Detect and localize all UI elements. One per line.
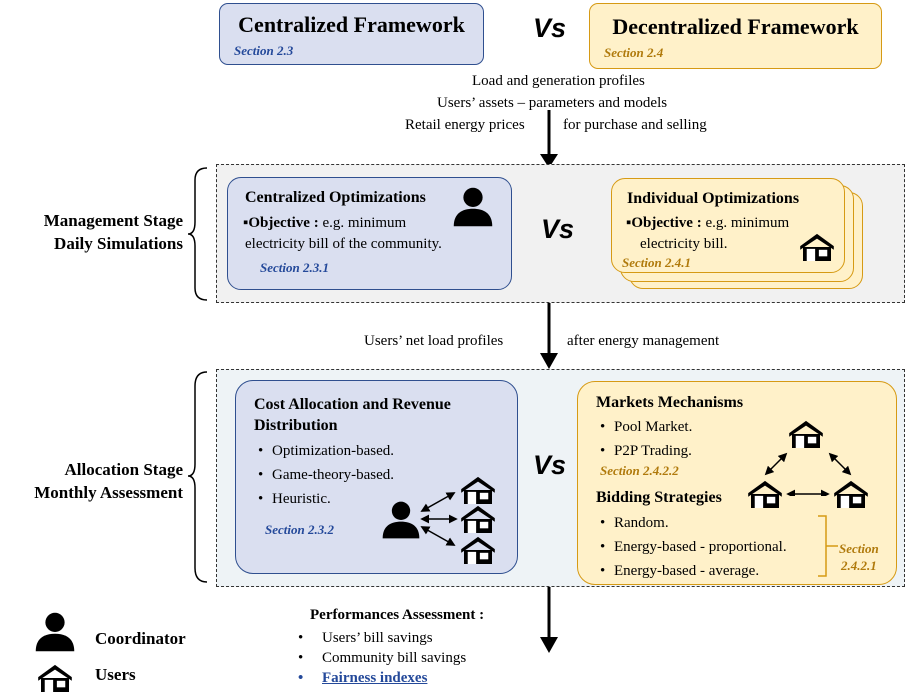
- allocation-vs-label: Vs: [533, 450, 567, 480]
- list-item: Community bill savings: [298, 650, 466, 667]
- markets-list: Pool Market. P2P Trading.: [600, 419, 692, 467]
- house-icon: [789, 420, 823, 448]
- centralized-optimizations-title: Centralized Optimizations: [245, 189, 426, 206]
- individual-objective-text: e.g. minimum: [701, 215, 790, 231]
- list-item: Random.: [600, 515, 787, 532]
- centralized-objective-text-2: electricity bill of the community.: [245, 236, 442, 252]
- list-item: Game-theory-based.: [258, 467, 394, 484]
- arrow-to-allocation: [540, 303, 558, 369]
- cost-allocation-title-line2: Distribution: [254, 416, 338, 434]
- individual-objective: ▪Objective : e.g. minimum: [626, 214, 789, 232]
- list-item: Optimization-based.: [258, 443, 394, 460]
- p2p-arrows: [764, 452, 852, 496]
- allocation-stage-subtitle: Monthly Assessment: [34, 482, 183, 502]
- centralized-objective: ▪Objective : e.g. minimum: [243, 214, 406, 232]
- centralized-objective-text: e.g. minimum: [318, 215, 407, 231]
- bidding-section: Section 2.4.2.1: [839, 541, 879, 575]
- input-retail-prices: Retail energy prices: [405, 117, 525, 133]
- top-vs-label: Vs: [533, 13, 567, 43]
- performance-list: Users’ bill savings Community bill savin…: [298, 630, 466, 690]
- individual-objective-label: Objective :: [631, 215, 702, 231]
- coordinator-icon: [451, 186, 495, 228]
- list-item-fairness: Fairness indexes: [298, 670, 466, 687]
- decentralized-framework-title: Decentralized Framework: [612, 14, 859, 39]
- legend-coordinator-label: Coordinator: [95, 629, 186, 648]
- allocation-stage-title: Allocation Stage: [64, 460, 183, 479]
- allocation-brace: [187, 371, 208, 583]
- cost-allocation-title: Cost Allocation and Revenue Distribution: [254, 395, 451, 437]
- centralized-optimizations-section: Section 2.3.1: [260, 260, 329, 275]
- management-stage-subtitle: Daily Simulations: [54, 233, 183, 253]
- decentralized-framework-box: Decentralized Framework Section 2.4: [589, 3, 882, 69]
- markets-section: Section 2.4.2.2: [600, 463, 679, 478]
- objective-bullet: ▪: [243, 215, 249, 231]
- distribution-arrows: [420, 492, 458, 546]
- centralized-objective-label: Objective :: [248, 215, 319, 231]
- list-item: Energy-based - proportional.: [600, 539, 787, 556]
- coordinator-icon: [33, 611, 77, 653]
- individual-objective-text-2: electricity bill.: [640, 236, 728, 252]
- centralized-framework-title: Centralized Framework: [238, 12, 465, 37]
- individual-optimizations-title: Individual Optimizations: [627, 190, 800, 207]
- arrow-to-management: [540, 110, 558, 168]
- input-users-assets: Users’ assets – parameters and models: [437, 95, 668, 111]
- bidding-section-line2: 2.4.2.1: [840, 557, 877, 573]
- cost-allocation-section: Section 2.3.2: [265, 522, 334, 537]
- markets-box: Markets Mechanisms Pool Market. P2P Trad…: [577, 381, 897, 585]
- management-brace: [187, 167, 208, 301]
- bidding-bracket: [818, 515, 838, 577]
- centralized-framework-box: Centralized Framework Section 2.3: [219, 3, 484, 65]
- list-item: Users’ bill savings: [298, 630, 466, 647]
- arrow-to-performance: [540, 587, 558, 653]
- bidding-title: Bidding Strategies: [596, 489, 722, 506]
- list-item: Energy-based - average.: [600, 563, 787, 580]
- individual-optimizations-box: Individual Optimizations ▪Objective : e.…: [611, 178, 845, 273]
- allocation-stage-label: Allocation Stage Monthly Assessment: [5, 459, 183, 505]
- performance-title: Performances Assessment :: [310, 607, 485, 623]
- after-energy-management-label: after energy management: [567, 333, 720, 349]
- house-icon: [461, 476, 495, 504]
- list-item: Heuristic.: [258, 491, 394, 508]
- bidding-section-line1: Section: [839, 541, 879, 556]
- house-icon: [38, 664, 72, 692]
- bidding-list: Random. Energy-based - proportional. Ene…: [600, 515, 787, 587]
- management-stage-label: Management Stage Daily Simulations: [5, 210, 183, 256]
- house-icon: [461, 505, 495, 533]
- decentralized-framework-section: Section 2.4: [604, 45, 664, 60]
- cost-allocation-list: Optimization-based. Game-theory-based. H…: [258, 443, 394, 515]
- list-item: Pool Market.: [600, 419, 692, 436]
- net-load-profiles-label: Users’ net load profiles: [364, 333, 504, 349]
- markets-title: Markets Mechanisms: [596, 394, 744, 411]
- centralized-framework-section: Section 2.3: [234, 43, 294, 58]
- management-vs-label: Vs: [541, 214, 575, 244]
- management-stage-title: Management Stage: [43, 211, 183, 230]
- input-purchase-selling: for purchase and selling: [563, 117, 707, 133]
- coordinator-icon: [381, 500, 421, 540]
- individual-optimizations-section: Section 2.4.1: [622, 255, 691, 270]
- cost-allocation-title-line1: Cost Allocation and Revenue: [254, 396, 451, 413]
- objective-bullet: ▪: [626, 215, 632, 231]
- legend-users-label: Users: [95, 665, 136, 684]
- centralized-optimizations-box: Centralized Optimizations ▪Objective : e…: [227, 177, 512, 290]
- list-item: P2P Trading.: [600, 443, 692, 460]
- input-load-profiles: Load and generation profiles: [472, 73, 645, 89]
- house-icon: [461, 536, 495, 564]
- cost-allocation-box: Cost Allocation and Revenue Distribution…: [235, 380, 518, 574]
- house-icon: [800, 233, 834, 261]
